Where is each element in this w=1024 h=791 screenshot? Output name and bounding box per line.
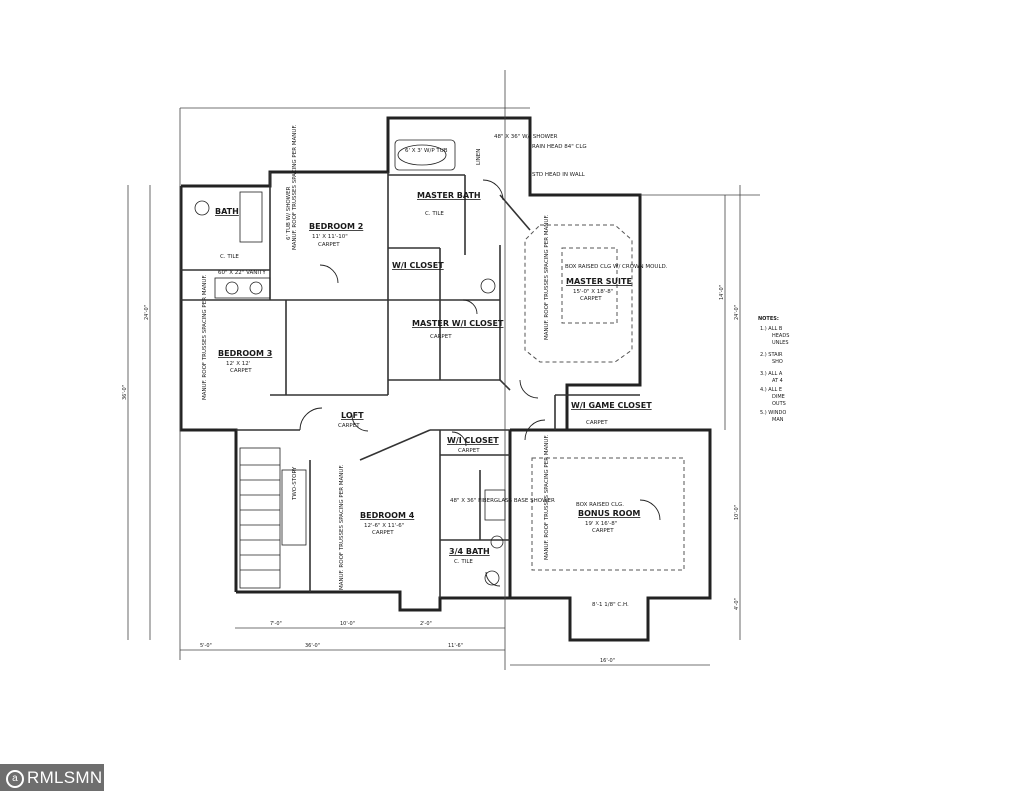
shower-label: 48" X 36" W/I SHOWER <box>494 134 558 140</box>
bedroom4-floor: CARPET <box>372 530 394 536</box>
dim-9: 24'-0" <box>144 305 150 320</box>
master-wi-closet-floor: CARPET <box>430 334 452 340</box>
wi-game-closet-label: W/I GAME CLOSET <box>571 401 652 410</box>
wi-closet-label: W/I CLOSET <box>392 261 444 270</box>
note-line: UNLES <box>772 340 789 346</box>
notes-block: NOTES: 1.) ALL B HEADS UNLES 2.) STAIR S… <box>758 316 789 423</box>
note-line: 3.) ALL A <box>760 371 783 377</box>
dim-2: 36'-0" <box>305 643 320 649</box>
bedroom4-size: 12'-6" X 11'-6" <box>364 523 404 529</box>
dim-4: 7'-0" <box>270 621 282 627</box>
dim-1: 5'-0" <box>200 643 212 649</box>
wi-closet2-floor: CARPET <box>458 448 480 454</box>
loft-floor: CARPET <box>338 423 360 429</box>
interior-walls <box>181 172 640 598</box>
trusses-bedroom2: MANUF. ROOF TRUSSES SPACING PER MANUF. <box>292 124 298 250</box>
master-bath-floor: C. TILE <box>425 211 444 217</box>
vanity-label: 60" X 22" VANITY <box>218 270 266 276</box>
master-suite-floor: CARPET <box>580 296 602 302</box>
door-swings <box>299 179 661 587</box>
dim-12: 10'-0" <box>734 505 740 520</box>
ceiling-outlines <box>524 224 685 571</box>
fixtures <box>194 139 506 586</box>
bonus-room-label: BONUS ROOM <box>578 509 640 518</box>
dim-13: 4'-0" <box>734 598 740 610</box>
note-line: DIME <box>772 394 785 400</box>
master-wi-closet-label: MASTER W/I CLOSET <box>412 319 504 328</box>
two-story-label: TWO-STORY <box>292 466 298 501</box>
bath34-floor: C. TILE <box>454 559 473 565</box>
dim-7: 16'-0" <box>600 658 615 664</box>
wi-game-closet-floor: CARPET <box>586 420 608 426</box>
note-line: 4.) ALL E <box>760 387 782 393</box>
fiberglass-shower: 48" X 36" FIBERGLASS BASE SHOWER <box>450 498 555 504</box>
note-line: SHO <box>772 359 783 365</box>
trusses-bonus: MANUF. ROOF TRUSSES SPACING PER MANUF. <box>544 434 550 560</box>
tile-tub-label: 6' TUB W/ SHOWER <box>286 186 292 240</box>
linen-label: LINEN <box>476 149 482 165</box>
note-line: OUTS <box>772 401 786 407</box>
note-line: 5.) WINDO <box>760 410 786 416</box>
bedroom3-floor: CARPET <box>230 368 252 374</box>
trusses-bedroom4: MANUF. ROOF TRUSSES SPACING PER MANUF. <box>339 464 345 590</box>
dim-8: 36'-0" <box>122 385 128 400</box>
note-line: 1.) ALL B <box>760 326 783 332</box>
dim-3: 11'-6" <box>448 643 463 649</box>
watermark-symbol: a <box>6 770 24 788</box>
bedroom2-label: BEDROOM 2 <box>309 222 363 231</box>
notes-title: NOTES: <box>758 316 779 322</box>
stairs <box>239 447 307 589</box>
note-line: MAN <box>772 417 784 423</box>
bonus-room-size: 19' X 16'-8" <box>585 521 617 527</box>
bath-label: BATH <box>215 207 239 216</box>
bedroom3-size: 12' X 12' <box>226 361 250 367</box>
wi-closet2-label: W/I CLOSET <box>447 436 499 445</box>
master-suite-label: MASTER SUITE <box>566 277 632 286</box>
trusses-bedroom3: MANUF. ROOF TRUSSES SPACING PER MANUF. <box>202 274 208 400</box>
note-line: AT 4 <box>772 378 783 384</box>
dim-5: 10'-0" <box>340 621 355 627</box>
loft-label: LOFT <box>341 411 364 420</box>
note-line: HEADS <box>772 333 789 339</box>
bath-floor: C. TILE <box>220 254 239 260</box>
box-raised-master: BOX RAISED CLG W/ CROWN MOULD. <box>565 264 668 270</box>
dimension-lines <box>127 70 760 670</box>
ceiling-height: 8'-1 1/8" C.H. <box>592 602 629 608</box>
dim-10: 24'-0" <box>734 305 740 320</box>
master-bath-label: MASTER BATH <box>417 191 481 200</box>
bedroom2-floor: CARPET <box>318 242 340 248</box>
floor-plan: BATH C. TILE BEDROOM 2 11' X 11'-10" CAR… <box>122 70 789 670</box>
dim-6: 2'-0" <box>420 621 432 627</box>
std-head-label: STD HEAD IN WALL <box>532 172 586 178</box>
rain-head-label: RAIN HEAD 84" CLG <box>532 144 587 150</box>
master-suite-size: 15'-0" X 18'-8" <box>573 289 613 295</box>
box-raised-bonus: BOX RAISED CLG. <box>576 502 624 508</box>
bedroom3-label: BEDROOM 3 <box>218 349 272 358</box>
bonus-room-floor: CARPET <box>592 528 614 534</box>
note-line: 2.) STAIR <box>760 352 783 358</box>
trusses-master: MANUF. ROOF TRUSSES SPACING PER MANUF. <box>544 214 550 340</box>
watermark-text: RMLSMN <box>27 768 103 787</box>
dim-11: 14'-0" <box>719 285 725 300</box>
bath34-label: 3/4 BATH <box>449 547 490 556</box>
bedroom2-size: 11' X 11'-10" <box>312 234 348 240</box>
bedroom4-label: BEDROOM 4 <box>360 511 415 520</box>
tub-label: 6' X 3' W/P TUB <box>405 148 448 154</box>
